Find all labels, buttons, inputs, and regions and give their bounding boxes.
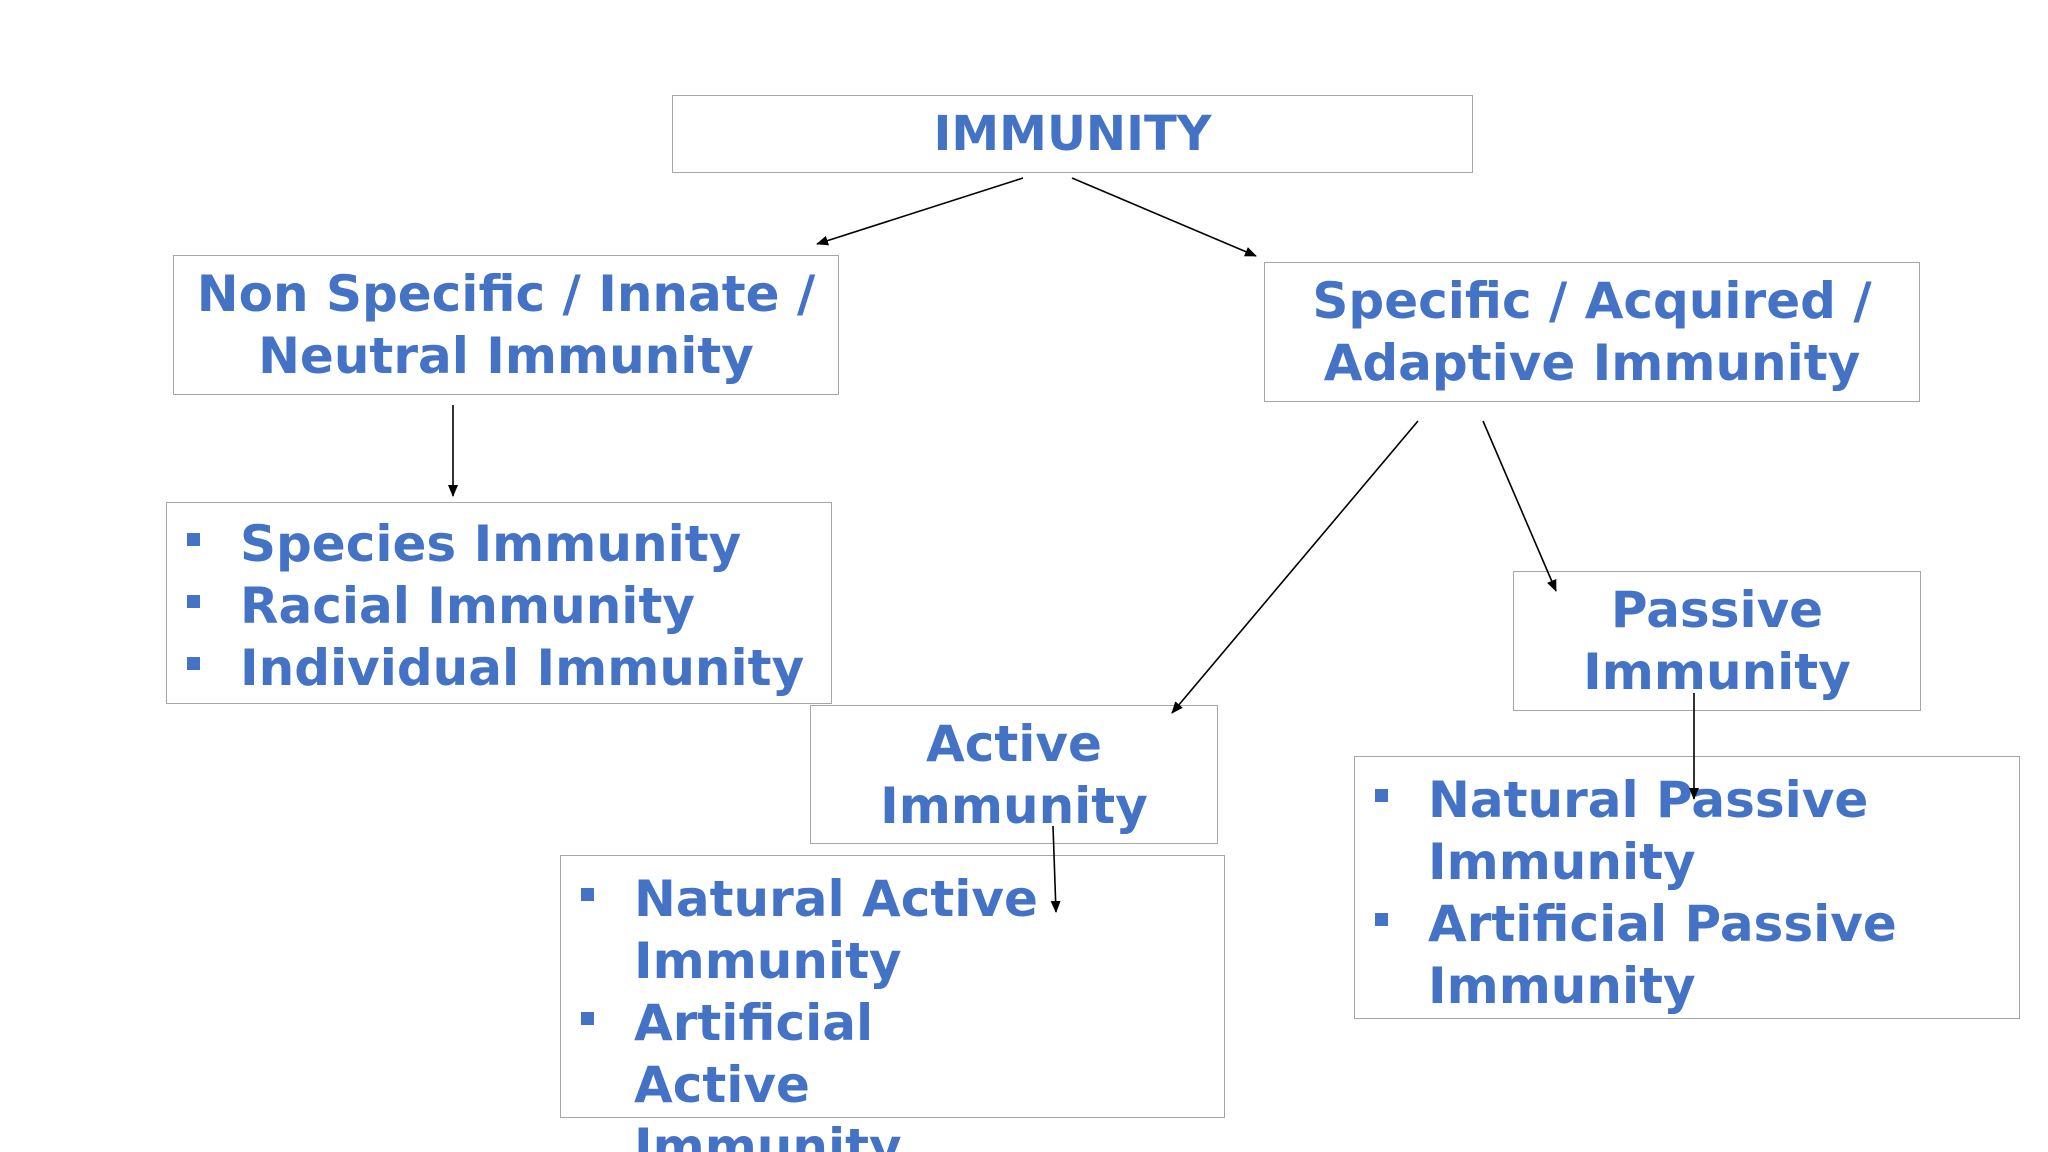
adaptive-immunity-node: Specific / Acquired / Adaptive Immunity: [1264, 262, 1920, 402]
passive-types-list: Natural Passive Immunity Artificial Pass…: [1355, 769, 1899, 1017]
active-immunity-node: Active Immunity: [810, 705, 1218, 844]
passive-types-list-box: Natural Passive Immunity Artificial Pass…: [1354, 756, 2020, 1019]
list-item: Racial Immunity: [167, 575, 831, 637]
root-node-label: IMMUNITY: [933, 106, 1212, 162]
active-types-list: Natural Active Immunity Artificial Activ…: [561, 868, 1044, 1152]
arrow-root-to-adaptive: [1071, 177, 1257, 257]
innate-types-list: Species Immunity Racial Immunity Individ…: [167, 513, 831, 699]
innate-immunity-node: Non Specific / Innate / Neutral Immunity: [173, 255, 839, 395]
adaptive-node-line1: Specific / Acquired /: [1312, 272, 1872, 330]
innate-node-line1: Non Specific / Innate /: [196, 265, 816, 323]
list-item: Species Immunity: [167, 513, 831, 575]
arrow-adaptive-to-active: [1171, 420, 1419, 714]
list-item: Artificial Active Immunity: [561, 992, 1044, 1152]
list-item: Natural Active Immunity: [561, 868, 1044, 992]
passive-node-line1: Passive: [1610, 581, 1824, 639]
innate-node-line2: Neutral Immunity: [258, 327, 754, 385]
arrow-adaptive-to-passive: [1482, 420, 1557, 592]
active-node-line1: Active: [926, 714, 1102, 773]
active-types-list-box: Natural Active Immunity Artificial Activ…: [560, 855, 1225, 1152]
list-item: Artificial Passive Immunity: [1355, 893, 1899, 1017]
active-node-line2: Immunity: [880, 776, 1148, 835]
list-item: Natural Passive Immunity: [1355, 769, 1899, 893]
list-item: Individual Immunity: [167, 637, 831, 699]
innate-types-list-box: Species Immunity Racial Immunity Individ…: [166, 502, 832, 704]
adaptive-node-line2: Adaptive Immunity: [1323, 334, 1861, 392]
root-node-immunity: IMMUNITY: [672, 95, 1473, 173]
arrow-root-to-innate: [816, 177, 1024, 246]
passive-immunity-node: Passive Immunity: [1513, 571, 1921, 711]
passive-node-line2: Immunity: [1583, 643, 1851, 701]
